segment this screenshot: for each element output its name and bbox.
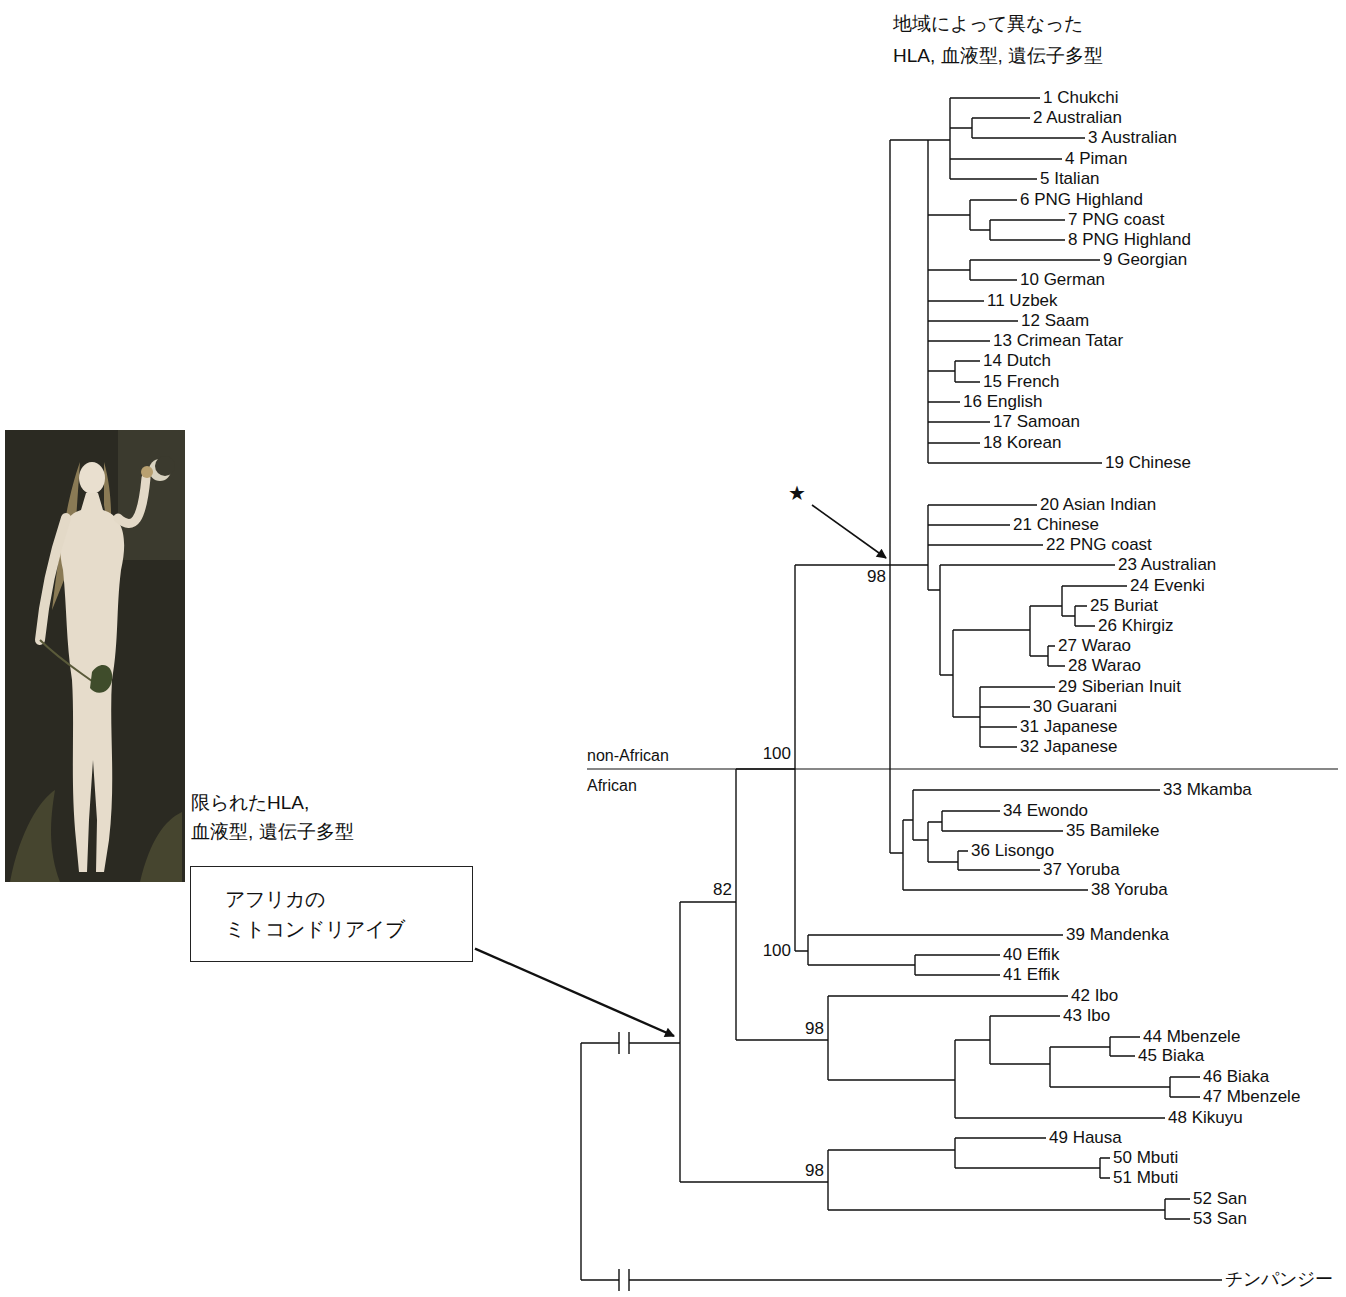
population-label: 47 Mbenzele [1203, 1088, 1300, 1107]
population-label: 28 Warao [1068, 657, 1141, 676]
plants [10, 790, 182, 882]
region-note: 地域によって異なった HLA, 血液型, 遺伝子多型 [893, 8, 1118, 72]
population-label: 6 PNG Highland [1020, 191, 1143, 210]
star-pointer [812, 505, 886, 558]
painting-sky [118, 430, 185, 560]
population-label: 13 Crimean Tatar [993, 332, 1123, 351]
population-label: 34 Ewondo [1003, 802, 1088, 821]
divider-line [587, 768, 1338, 769]
bootstrap-value: 82 [713, 881, 732, 900]
population-label: 50 Mbuti [1113, 1149, 1178, 1168]
bootstrap-value: 100 [763, 745, 791, 764]
population-label: 3 Australian [1088, 129, 1177, 148]
population-label: 4 Piman [1065, 150, 1127, 169]
population-label: 45 Biaka [1138, 1047, 1204, 1066]
population-label: 29 Siberian Inuit [1058, 678, 1181, 697]
population-label: 20 Asian Indian [1040, 496, 1156, 515]
break-gap [619, 1033, 629, 1053]
leaf [90, 665, 112, 693]
population-label: 46 Biaka [1203, 1068, 1269, 1087]
break-mark [628, 1269, 629, 1291]
outgroup-label: チンパンジー [1225, 1270, 1333, 1290]
population-label: 12 Saam [1021, 312, 1089, 331]
population-label: 53 San [1193, 1210, 1247, 1229]
population-label: 5 Italian [1040, 170, 1100, 189]
population-label: 38 Yoruba [1091, 881, 1168, 900]
bootstrap-value: 100 [763, 942, 791, 961]
population-label: 41 Effik [1003, 966, 1059, 985]
population-label: 1 Chukchi [1043, 89, 1119, 108]
moon-shadow [155, 456, 175, 476]
population-label: 24 Evenki [1130, 577, 1205, 596]
bootstrap-value: 98 [805, 1162, 824, 1181]
box-note: 限られたHLA, 血液型, 遺伝子多型 [191, 788, 369, 846]
leader-layer [475, 949, 674, 1036]
population-label: 48 Kikuyu [1168, 1109, 1243, 1128]
population-label: 44 Mbenzele [1143, 1028, 1240, 1047]
painting-ground [5, 430, 185, 882]
population-label: 2 Australian [1033, 109, 1122, 128]
figure-body [60, 493, 124, 872]
population-label: 39 Mandenka [1066, 926, 1169, 945]
population-label: 42 Ibo [1071, 987, 1118, 1006]
population-label: 23 Australian [1118, 556, 1216, 575]
leader-arrow [475, 949, 674, 1036]
box-text: アフリカの ミトコンドリアイブ [225, 884, 462, 944]
population-label: 16 English [963, 393, 1042, 412]
population-label: 22 PNG coast [1046, 536, 1152, 555]
population-label: 36 Lisongo [971, 842, 1054, 861]
star-marker: ★ [788, 482, 806, 504]
population-label: 10 German [1020, 271, 1105, 290]
left-arm [40, 518, 66, 640]
break-mark [618, 1032, 619, 1054]
bootstrap-value: 98 [867, 568, 886, 587]
population-label: 25 Buriat [1090, 597, 1158, 616]
population-label: 31 Japanese [1020, 718, 1117, 737]
population-label: 52 San [1193, 1190, 1247, 1209]
population-label: 49 Hausa [1049, 1129, 1122, 1148]
population-label: 37 Yoruba [1043, 861, 1120, 880]
population-label: 33 Mkamba [1163, 781, 1252, 800]
population-label: 11 Uzbek [987, 292, 1058, 311]
population-label: 18 Korean [983, 434, 1061, 453]
population-label: 19 Chinese [1105, 454, 1191, 473]
branch-break [619, 1032, 629, 1291]
population-label: 9 Georgian [1103, 251, 1187, 270]
right-arm [118, 478, 146, 524]
population-label: 17 Samoan [993, 413, 1080, 432]
break-mark [628, 1032, 629, 1054]
population-label: 21 Chinese [1013, 516, 1099, 535]
tree-branches [581, 98, 1222, 1280]
population-label: 30 Guarani [1033, 698, 1117, 717]
population-label: 35 Bamileke [1066, 822, 1160, 841]
population-label: 26 Khirgiz [1098, 617, 1174, 636]
population-label: 32 Japanese [1020, 738, 1117, 757]
break-gap [619, 1270, 629, 1290]
group-label: non-African [587, 747, 669, 765]
population-label: 15 French [983, 373, 1060, 392]
population-label: 51 Mbuti [1113, 1169, 1178, 1188]
population-label: 27 Warao [1058, 637, 1131, 656]
head [79, 462, 105, 494]
apple [141, 466, 153, 478]
break-mark [618, 1269, 619, 1291]
population-label: 7 PNG coast [1068, 211, 1164, 230]
population-label: 8 PNG Highland [1068, 231, 1191, 250]
eve-painting [5, 430, 185, 882]
population-label: 14 Dutch [983, 352, 1051, 371]
bootstrap-value: 98 [805, 1020, 824, 1039]
population-label: 43 Ibo [1063, 1007, 1110, 1026]
group-label: African [587, 777, 637, 795]
branch [40, 640, 96, 684]
callout-box: アフリカの ミトコンドリアイブ [190, 866, 473, 962]
population-label: 40 Effik [1003, 946, 1059, 965]
